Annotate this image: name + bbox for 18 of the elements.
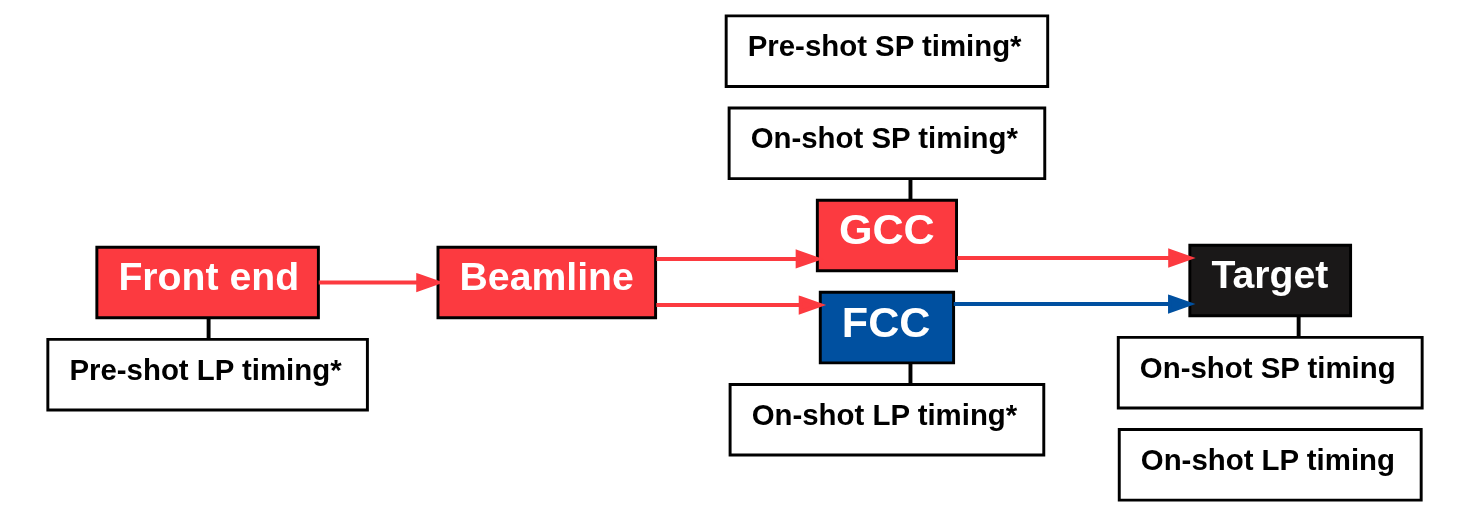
node-box: GCC <box>815 198 958 273</box>
node-box: Pre-shot SP timing* <box>724 14 1050 88</box>
arrow <box>957 248 1196 268</box>
connector <box>206 317 211 339</box>
connector <box>908 362 913 384</box>
connector <box>1296 315 1301 337</box>
arrow <box>656 295 827 315</box>
node-box: FCC <box>818 290 956 365</box>
node-box: On-shot LP timing <box>1117 428 1423 502</box>
node-box: Pre-shot LP timing* <box>46 337 369 412</box>
node-box: On-shot SP timing* <box>727 106 1047 181</box>
node-box: Target <box>1188 243 1353 318</box>
node-box: Beamline <box>436 245 658 320</box>
arrow <box>953 294 1196 314</box>
connector <box>908 178 913 200</box>
node-box: On-shot LP timing* <box>728 382 1046 457</box>
node-box: Front end <box>95 245 320 320</box>
node-box: On-shot SP timing <box>1116 335 1424 410</box>
